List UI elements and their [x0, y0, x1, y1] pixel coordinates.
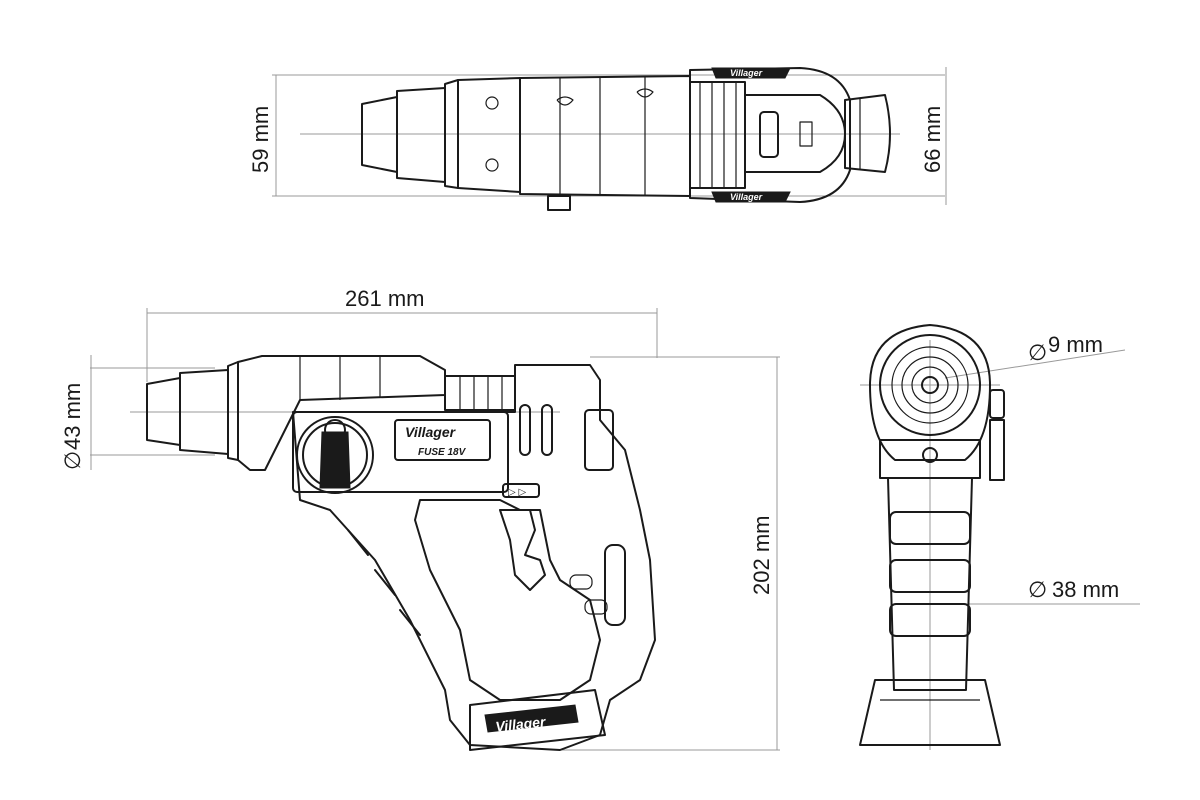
diameter-symbol: ∅ — [60, 451, 85, 470]
top-rear-window — [799, 121, 813, 147]
top-rear-housing — [689, 67, 851, 203]
side-chuck-collar — [227, 361, 239, 461]
trigger — [499, 509, 546, 591]
chuck-diameter-value: 43 mm — [60, 383, 85, 450]
dim-label-43mm: ∅ 43 mm — [60, 383, 85, 470]
diameter-symbol: ∅ — [1028, 340, 1047, 365]
top-brand-logo-2: Villager — [730, 192, 763, 202]
front-side-knob — [989, 389, 1005, 419]
direction-switch — [502, 483, 540, 498]
mode-selector-cap — [324, 419, 346, 441]
dim-label-202mm: 202 mm — [749, 516, 774, 595]
side-vent-2 — [541, 404, 553, 456]
front-battery — [859, 679, 1001, 746]
front-grip — [887, 477, 973, 691]
front-led — [922, 447, 938, 463]
front-head — [869, 324, 991, 461]
top-view: Villager Villager 59 mm 66 mm — [248, 67, 947, 211]
battery-brand-logo: Villager — [495, 713, 548, 734]
dim-label-38mm: ∅ 38 mm — [1028, 577, 1119, 602]
top-vent-1 — [485, 96, 499, 110]
front-chuck-ring-2 — [901, 356, 959, 414]
side-slot-2 — [374, 569, 396, 596]
dim-label-66mm: 66 mm — [920, 106, 945, 173]
front-grip-pad-2 — [889, 559, 971, 593]
side-logo-plate — [394, 419, 491, 461]
top-body — [519, 75, 691, 197]
front-bit-leader — [944, 349, 1126, 379]
grip-pad — [604, 544, 626, 626]
top-side-knob — [547, 195, 571, 211]
side-selector-plate — [292, 411, 509, 493]
top-vent-2 — [485, 158, 499, 172]
front-lower-head — [879, 439, 981, 479]
top-brand-logo-1: Villager — [730, 68, 763, 78]
mode-selector-ring — [296, 416, 374, 494]
front-side-plate — [989, 419, 1005, 481]
side-brand-logo: Villager — [405, 424, 457, 440]
grip-pad-small-1 — [569, 574, 593, 590]
front-grip-pad-1 — [889, 511, 971, 545]
front-view: ∅ 9 mm ∅ 38 mm — [859, 324, 1140, 750]
side-battery — [469, 689, 606, 751]
side-motor — [444, 375, 516, 411]
front-chuck-ring-1 — [891, 346, 969, 424]
side-housing — [292, 364, 656, 751]
side-slot-1 — [347, 529, 369, 556]
grip-pad-small-2 — [584, 599, 608, 615]
grip-diameter-value: 38 mm — [1052, 577, 1119, 602]
side-battery-logo-plate — [484, 704, 579, 733]
side-slot-3 — [399, 609, 421, 636]
top-rear-slot — [759, 111, 779, 158]
top-battery-end — [844, 94, 891, 173]
front-bit-hole — [921, 376, 939, 394]
side-view: Villager FUSE 18V ▷ ▷ Villager 261 mm ∅ … — [60, 286, 780, 751]
side-barrel — [237, 355, 446, 471]
top-barrel — [457, 77, 521, 193]
top-vent-4 — [636, 88, 654, 98]
mode-selector-lever — [319, 431, 351, 489]
direction-arrows-icon: ▷ ▷ — [508, 487, 526, 498]
dim-label-59mm: 59 mm — [248, 106, 273, 173]
side-vent-1 — [519, 404, 531, 456]
front-chuck-ring-3 — [911, 366, 949, 404]
dim-label-261mm: 261 mm — [345, 286, 424, 311]
top-chuck-body — [396, 87, 446, 183]
side-rear-panel — [584, 409, 614, 471]
top-logo-plate-1 — [711, 67, 791, 79]
top-logo-plate-2 — [711, 191, 791, 203]
diameter-symbol: ∅ — [1028, 577, 1047, 602]
top-vent-3 — [556, 96, 574, 106]
top-motor — [689, 81, 746, 189]
front-grip-pad-3 — [889, 603, 971, 637]
side-model-label: FUSE 18V — [418, 447, 467, 458]
bit-diameter-value: 9 mm — [1048, 332, 1103, 357]
front-chuck-outer — [879, 334, 981, 436]
dim-label-9mm: ∅ 9 mm — [1028, 332, 1103, 365]
